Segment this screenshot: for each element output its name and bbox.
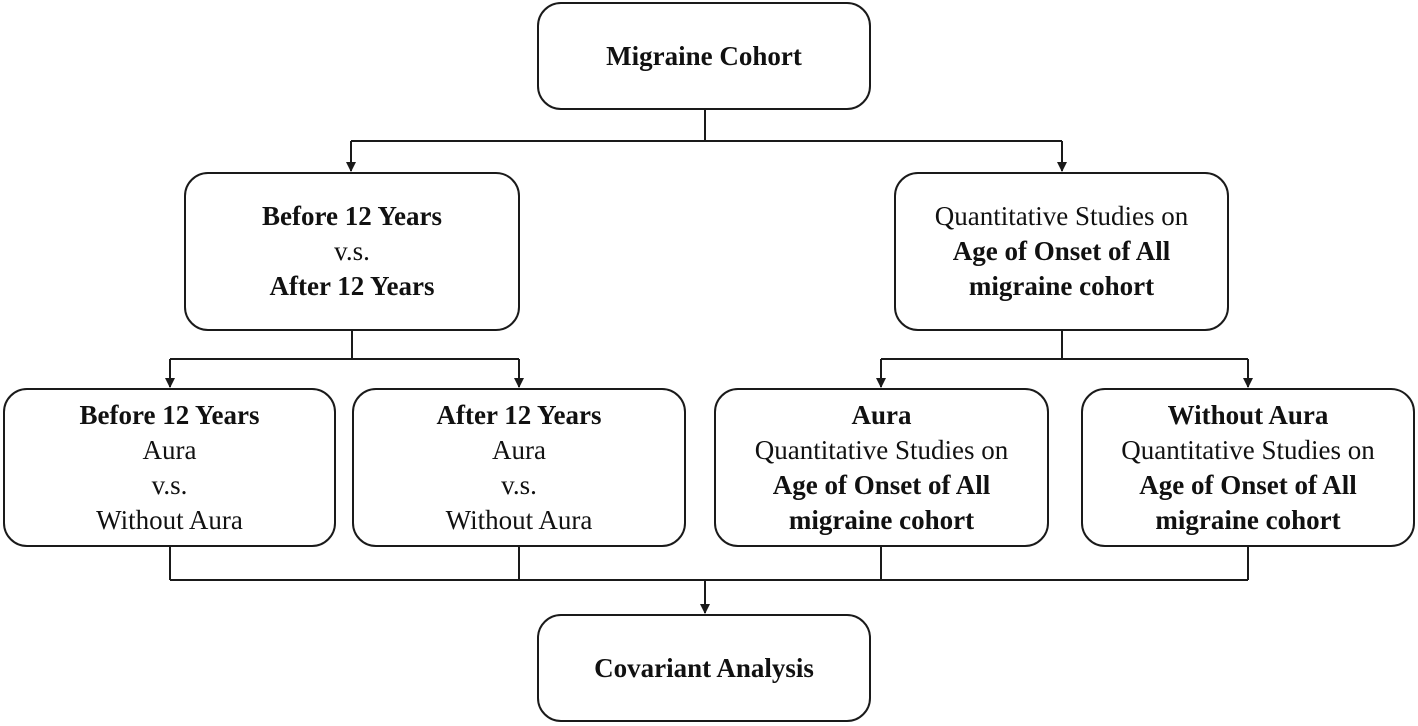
node-title: Covariant Analysis — [594, 652, 814, 683]
node-line: v.s. — [151, 469, 188, 500]
node-line: Before 12 Years — [262, 201, 442, 231]
node-line: After 12 Years — [269, 271, 435, 301]
node-line: Without Aura — [445, 504, 593, 535]
node-line: v.s. — [501, 469, 537, 500]
node-line: Quantitative Studies on — [1121, 434, 1375, 465]
node-line: Aura — [142, 434, 197, 465]
node-line: Quantitative Studies on — [934, 201, 1189, 231]
node-line: Age of Onset of All — [1139, 469, 1357, 500]
node-line: migraine cohort — [968, 271, 1155, 301]
node-line: Aura — [851, 399, 912, 430]
node-line: Without Aura — [1167, 399, 1329, 430]
node-quantitative-age-of-onset: Quantitative Studies on Age of Onset of … — [894, 172, 1229, 331]
node-line: migraine cohort — [1155, 504, 1341, 535]
node-line: migraine cohort — [788, 504, 975, 535]
node-covariant-analysis: Covariant Analysis — [537, 614, 871, 722]
node-without-aura-age-of-onset: Without Aura Quantitative Studies on Age… — [1081, 388, 1415, 547]
node-title: Migraine Cohort — [606, 40, 802, 71]
node-before-12-aura-comparison: Before 12 Years Aura v.s. Without Aura — [3, 388, 336, 547]
node-after-12-aura-comparison: After 12 Years Aura v.s. Without Aura — [352, 388, 686, 547]
node-aura-age-of-onset: Aura Quantitative Studies on Age of Onse… — [714, 388, 1049, 547]
node-line: Quantitative Studies on — [754, 434, 1009, 465]
node-migraine-cohort: Migraine Cohort — [537, 2, 871, 110]
node-line: Age of Onset of All — [952, 236, 1171, 266]
node-before-vs-after-12-years: Before 12 Years v.s. After 12 Years — [184, 172, 520, 331]
node-line: Aura — [492, 434, 546, 465]
node-line: Before 12 Years — [79, 399, 260, 430]
node-line: After 12 Years — [436, 399, 602, 430]
node-line: v.s. — [334, 236, 370, 266]
node-line: Without Aura — [96, 504, 243, 535]
node-line: Age of Onset of All — [772, 469, 991, 500]
